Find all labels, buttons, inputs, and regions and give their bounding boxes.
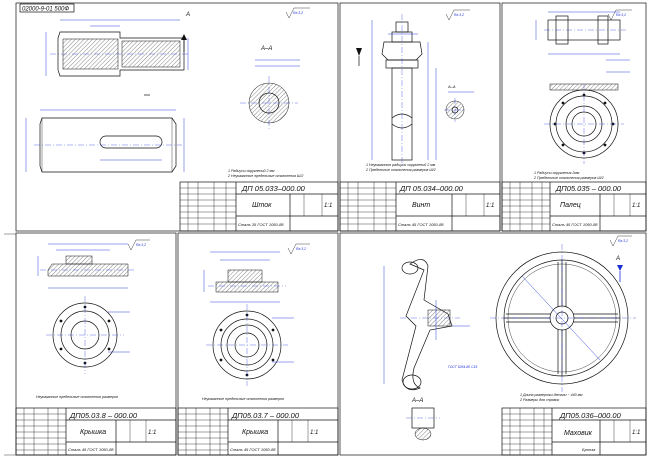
section-label-shtok: А–А (260, 46, 272, 52)
note-makhovik-2: 2 Размеры для справок (519, 398, 560, 402)
stamp-box (19, 3, 75, 13)
title-kryshka-1: Крышка (80, 429, 106, 436)
note-makhovik-1: 1 Длина развертки детали ~ 440 мм (520, 393, 583, 397)
scale-shtok: 1:1 (324, 203, 332, 209)
note-kryshka-1: Неуказанные предельные отклонения размер… (36, 395, 118, 399)
note-palets-1: 1 Радиусы скругления 2мм (534, 171, 580, 175)
code-kryshka-2: ДП05.03.7 – 000.00 (231, 411, 300, 420)
code-kryshka-1: ДП05.03.8 – 000.00 (69, 411, 138, 420)
frame-shtok (15, 2, 339, 232)
material-makhovik: Бронза (582, 447, 596, 452)
material-shtok: Сталь 35 ГОСТ 1050-88 (238, 222, 284, 227)
roughness-kryshka-2: Ra 3,2 (296, 247, 306, 251)
code-shtok: ДП 05.033–000.00 (241, 184, 306, 193)
note-shtok-1: 1 Радиусы скруглений 2 мм (228, 169, 275, 173)
code-palets: ДП05.035 – 000.00 (555, 184, 622, 193)
frame-vint (339, 2, 501, 232)
title-blocks (15, 181, 647, 456)
title-shtok: Шток (252, 202, 272, 209)
roughness-palets: Ra 3,2 (616, 13, 626, 17)
note-vint-1: 1 Неуказанные радиусы скруглений 2 мм (366, 163, 436, 167)
scale-vint: 1:1 (486, 203, 494, 209)
note-kryshka-2: Неуказанные предельные отклонения размер… (202, 397, 284, 401)
drawing-kryshka-1 (37, 239, 150, 374)
drawing-vint (356, 9, 474, 166)
material-kryshka-2: Сталь 45 ГОСТ 1050-88 (230, 447, 276, 452)
scale-kryshka-1: 1:1 (148, 430, 156, 436)
section-label-vint: А–А (447, 84, 456, 89)
arrow-letter-top: А (185, 12, 190, 18)
roughness-makhovik: Ra 3,2 (618, 239, 628, 243)
material-vint: Сталь 45 ГОСТ 1050-88 (398, 222, 444, 227)
roughness-shtok: Ra 3,2 (293, 11, 303, 15)
arrow-letter-flywheel: А (615, 256, 620, 262)
note-shtok-2: 2 Неуказанные предельные отклонения Ш/2 (227, 174, 303, 178)
code-makhovik: ДП05.036–000.00 (559, 411, 622, 420)
roughness-kryshka-1: Ra 3,2 (136, 243, 146, 247)
drawing-shtok (19, 3, 310, 173)
section-label-makhovik: А–А (411, 398, 423, 404)
weld-standard: ГОСТ 5264-80 С15 (448, 365, 477, 369)
frame-makhovik (339, 232, 647, 456)
material-kryshka-1: Сталь 45 ГОСТ 1050-88 (68, 447, 114, 452)
roughness-vint: Ra 3,2 (454, 13, 464, 17)
note-vint-2: 2 Предельные отклонения размеров Ш/2 (365, 168, 436, 172)
title-vint: Винт (412, 202, 430, 209)
drawing-makhovik (383, 235, 636, 441)
scale-makhovik: 1:1 (632, 430, 640, 436)
drawing-palets (535, 9, 632, 164)
title-makhovik: Маховик (564, 430, 593, 437)
code-vint: ДП 05.034–000.00 (399, 184, 464, 193)
frame-kryshka-2 (177, 232, 339, 456)
title-kryshka-2: Крышка (242, 429, 268, 436)
scale-kryshka-2: 1:1 (310, 430, 318, 436)
material-palets: Сталь 45 ГОСТ 1050-88 (552, 222, 598, 227)
drawing-stamp: 02000-9-01 500Ф (22, 7, 69, 13)
scale-palets: 1:1 (632, 203, 640, 209)
note-palets-2: 2 Предельные отклонения размеров Ш/2 (533, 176, 604, 180)
drawing-kryshka-2 (203, 243, 310, 386)
title-palets: Палец (560, 202, 581, 209)
